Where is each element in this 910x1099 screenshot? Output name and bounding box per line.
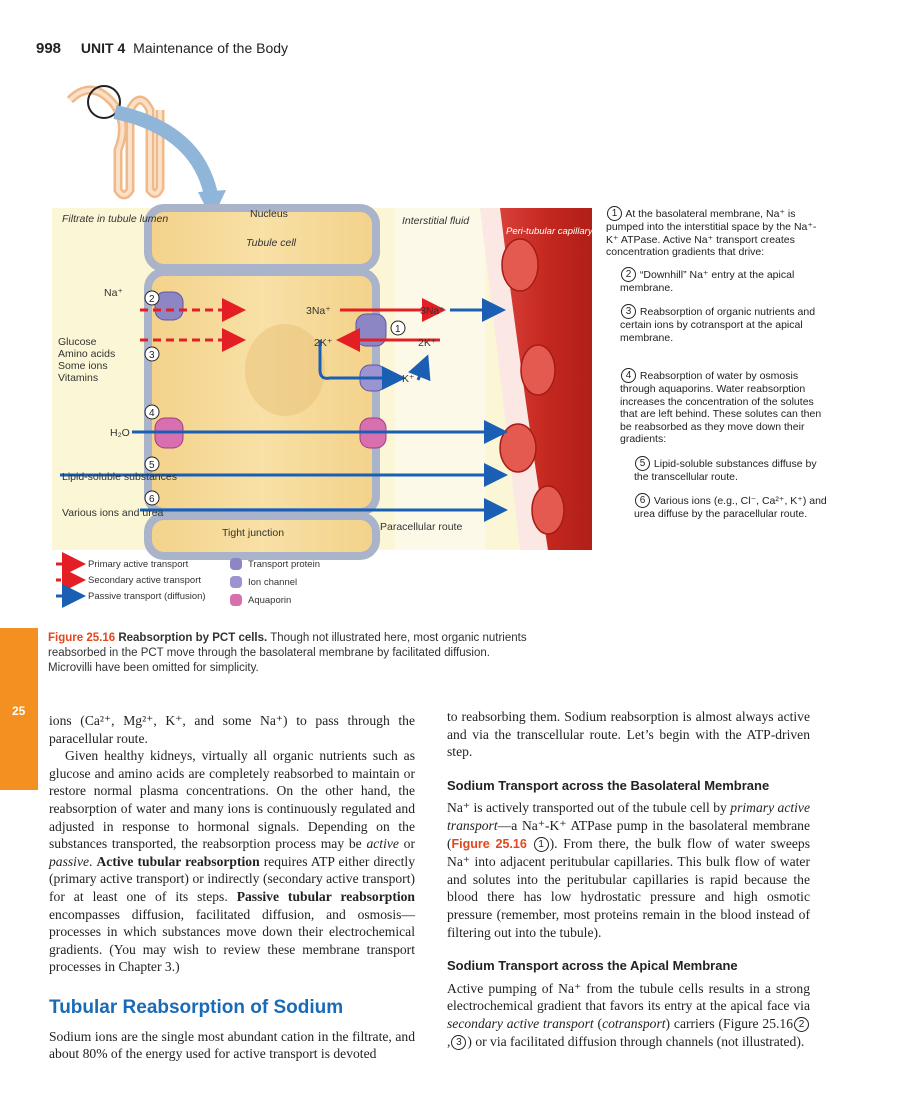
label-glucose: Glucose — [58, 336, 97, 348]
label-capillary: Peri-tubular capillary — [506, 226, 594, 237]
label-h2o: H₂O — [110, 427, 130, 439]
figure-pct-reabsorption: Filtrate in tubule lumen Nucleus Tubule … — [52, 85, 828, 608]
figure-reference-link[interactable]: Figure 25.16 — [451, 836, 527, 851]
step-5: 5 Lipid-soluble substances diffuse by th… — [634, 455, 817, 483]
svg-text:3: 3 — [149, 350, 155, 361]
label-2k-left: 2K⁺ — [314, 337, 333, 349]
unit-label: UNIT 4 — [80, 40, 126, 56]
figure-step-markers: 2 3 1 4 5 6 — [144, 290, 406, 506]
step-4: 4 Reabsorption of water by osmosis throu… — [620, 368, 822, 445]
caption-title: Reabsorption by PCT cells. — [118, 632, 268, 644]
page-header: 998 UNIT 4 Maintenance of the Body — [36, 40, 288, 57]
right-paragraph-1: to reabsorbing them. Sodium reabsorption… — [447, 709, 810, 760]
step-2: 2 “Downhill” Na⁺ entry at the apical mem… — [620, 266, 795, 294]
step-3: 3 Reabsorption of organic nutrients and … — [620, 304, 816, 344]
legend-secondary: Secondary active transport — [88, 575, 201, 586]
label-filtrate: Filtrate in tubule lumen — [62, 213, 168, 225]
label-na: Na⁺ — [104, 287, 123, 299]
unit-title: Maintenance of the Body — [133, 40, 289, 56]
legend-primary: Primary active transport — [88, 559, 189, 570]
subheading-apical: Sodium Transport across the Apical Membr… — [447, 958, 738, 974]
svg-text:1: 1 — [395, 324, 401, 335]
label-k: K⁺ — [402, 373, 415, 385]
caption-text: Though not illustrated here, most organi… — [48, 632, 527, 674]
label-tubule-cell: Tubule cell — [246, 237, 297, 249]
label-3na-right: 3Na⁺ — [420, 305, 445, 317]
figure-caption: Figure 25.16 Reabsorption by PCT cells. … — [48, 631, 528, 676]
chapter-tab: 25 — [0, 628, 38, 790]
label-3na-left: 3Na⁺ — [306, 305, 331, 317]
label-interstitial: Interstitial fluid — [402, 215, 470, 227]
legend-aquaporin: Aquaporin — [248, 595, 291, 606]
subheading-basolateral: Sodium Transport across the Basolateral … — [447, 777, 770, 793]
svg-text:2: 2 — [149, 294, 155, 305]
caption-label: Figure 25.16 — [48, 632, 116, 644]
left-paragraph-2: Given healthy kidneys, virtually all org… — [49, 748, 416, 975]
label-tight-junction: Tight junction — [222, 527, 284, 539]
left-paragraph-1: ions (Ca²⁺, Mg²⁺, K⁺, and some Na⁺) to p… — [49, 713, 415, 746]
svg-text:5: 5 — [149, 460, 155, 471]
svg-text:4: 4 — [149, 408, 155, 419]
red-blood-cells — [499, 238, 565, 535]
figure-legend: Primary active transport Secondary activ… — [56, 552, 320, 608]
svg-text:6: 6 — [149, 494, 155, 505]
transport-protein-apical — [154, 291, 184, 321]
nephron-thumbnail — [66, 85, 226, 220]
right-column: to reabsorbing them. Sodium reabsorption… — [447, 708, 810, 1050]
left-column: ions (Ca²⁺, Mg²⁺, K⁺, and some Na⁺) to p… — [49, 712, 415, 1063]
tubule-cell-bottom — [144, 512, 380, 560]
step-1: 1 At the basolateral membrane, Na⁺ is pu… — [606, 206, 817, 258]
label-various: Various ions and urea — [62, 507, 164, 519]
label-nucleus: Nucleus — [250, 208, 288, 220]
section-heading: Tubular Reabsorption of Sodium — [49, 996, 344, 1018]
left-paragraph-3: Sodium ions are the single most abundant… — [49, 1028, 415, 1062]
legend-passive: Passive transport (diffusion) — [88, 591, 206, 602]
passive-arrow-k-out — [408, 354, 431, 382]
label-vitamins: Vitamins — [58, 372, 98, 384]
step-6: 6 Various ions (e.g., Cl⁻, Ca²⁺, K⁺) and… — [634, 493, 827, 520]
nucleus-shape — [245, 324, 325, 416]
right-paragraph-3: Active pumping of Na⁺ from the tubule ce… — [447, 980, 810, 1050]
page-number: 998 — [36, 40, 62, 57]
label-2k-right: 2K⁺ — [418, 337, 437, 349]
right-paragraph-2: Na⁺ is actively transported out of the t… — [447, 800, 811, 940]
label-amino: Amino acids — [58, 348, 115, 360]
legend-protein: Transport protein — [248, 559, 320, 570]
step-descriptions: 1 At the basolateral membrane, Na⁺ is pu… — [606, 206, 828, 521]
legend-channel: Ion channel — [248, 577, 297, 588]
passive-arrow-k-loop — [318, 340, 406, 390]
label-lipid: Lipid-soluble substances — [62, 471, 177, 483]
label-someions: Some ions — [58, 360, 108, 372]
label-paracellular: Paracellular route — [380, 521, 462, 533]
